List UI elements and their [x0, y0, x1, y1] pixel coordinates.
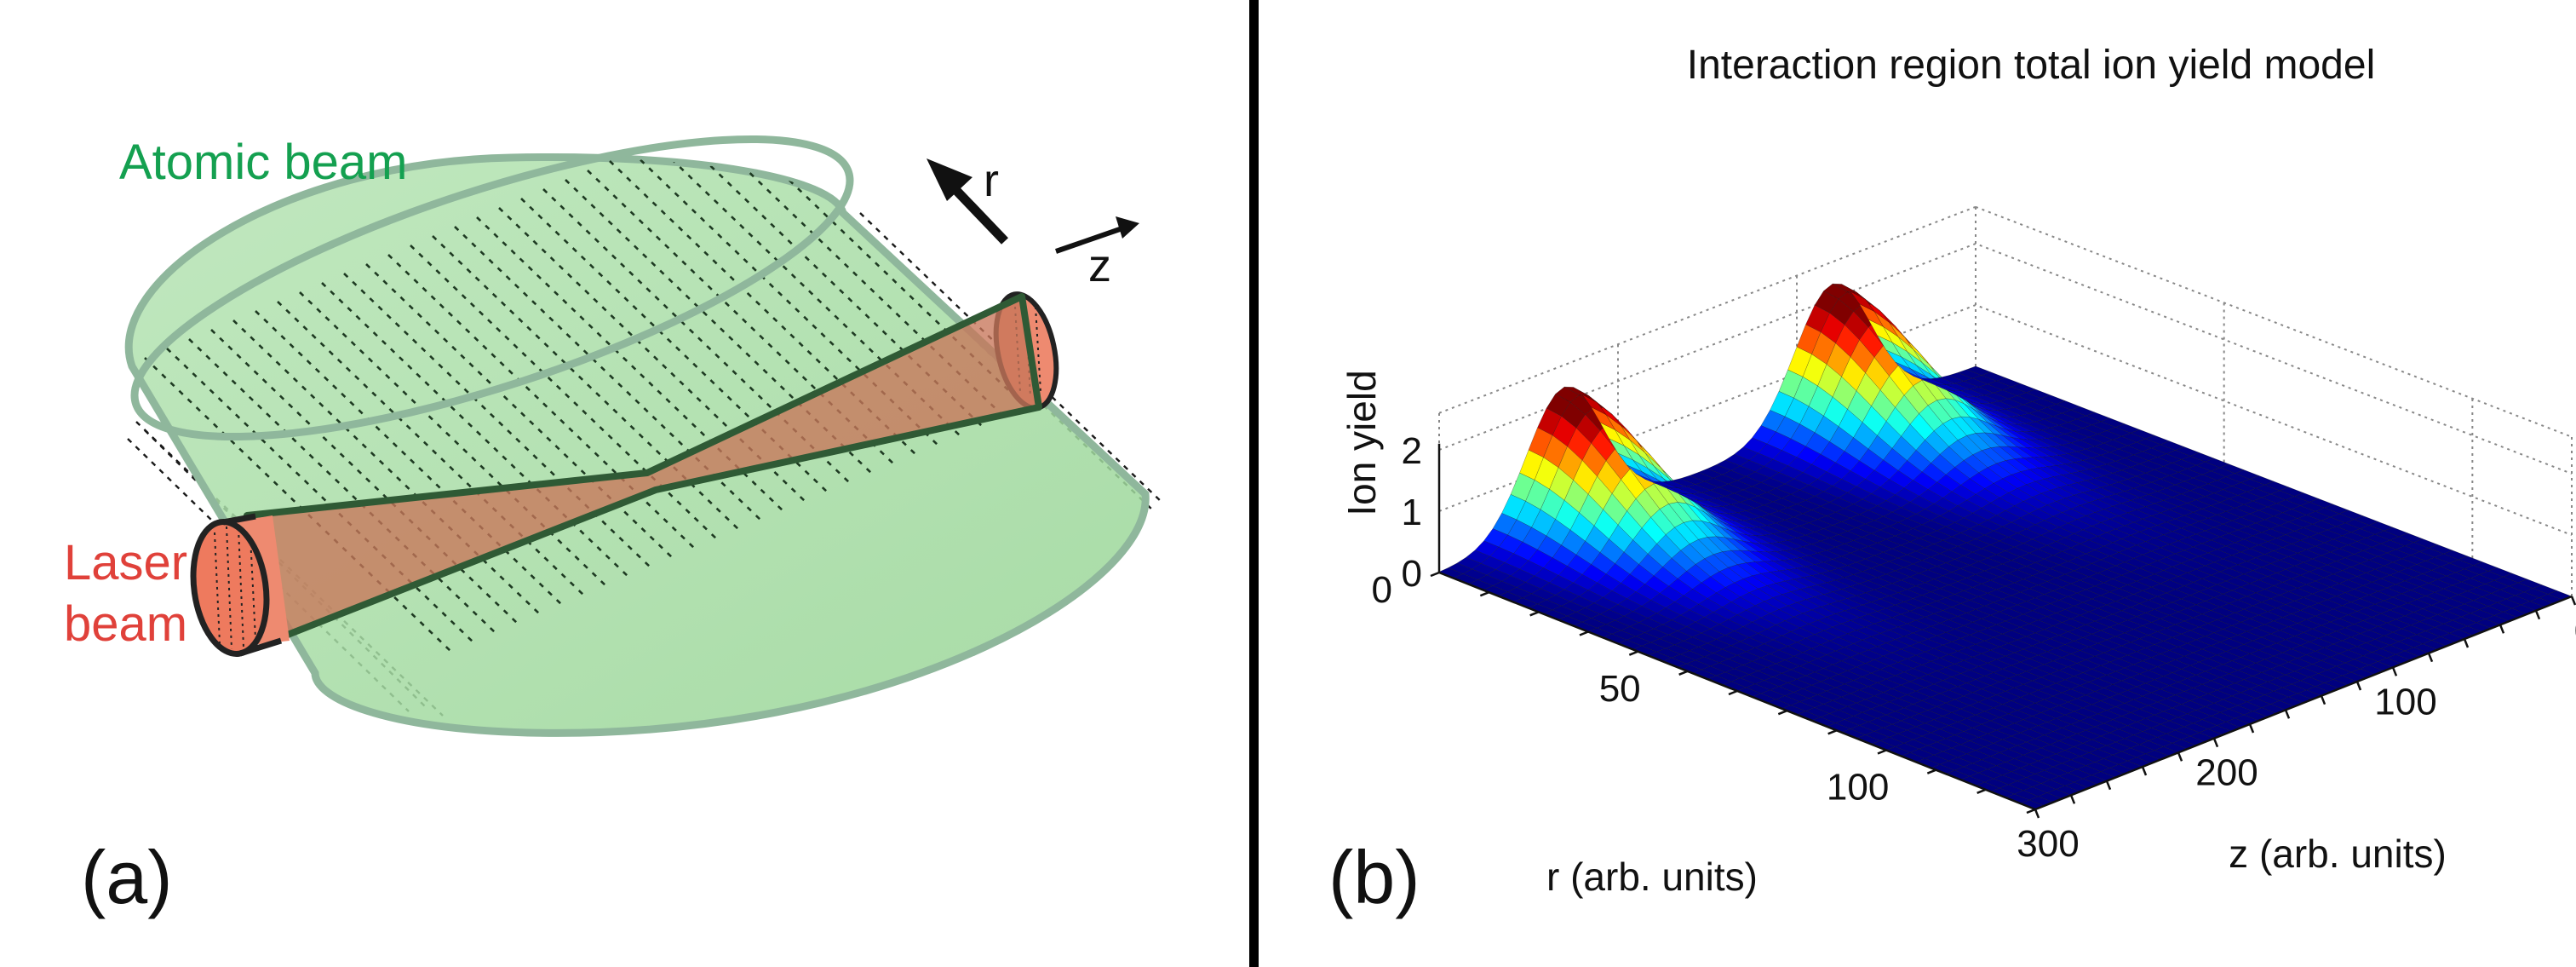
- r-tick: [1678, 670, 1689, 676]
- z-axis-bottom-title: z (arb. units): [2229, 832, 2447, 876]
- z-tick: [2105, 780, 2112, 791]
- z-tick: [2355, 681, 2362, 691]
- z-tick-label: 200: [2195, 752, 2258, 794]
- panel-divider: [1249, 0, 1259, 967]
- z-tick: [2427, 653, 2434, 663]
- r-tick: [1777, 710, 1787, 716]
- z-tick: [2248, 723, 2255, 734]
- panel-b-chart: Interaction region total ion yield model…: [1328, 43, 2576, 919]
- z-tick: [2069, 794, 2076, 804]
- z-axis-label: z: [1088, 240, 1111, 291]
- z-axis-arrow: [1055, 216, 1139, 254]
- z-tick: [2391, 666, 2398, 676]
- yield-tick-label: 2: [1402, 430, 1422, 472]
- laser-beam-label-line1: Laser: [64, 535, 187, 590]
- z-tick: [2320, 695, 2326, 705]
- atomic-beam-end-cap: [130, 135, 854, 440]
- z-tick: [2499, 624, 2505, 634]
- r-tick: [1579, 630, 1589, 636]
- panel-b-tag: (b): [1328, 835, 1420, 919]
- r-tick: [1479, 591, 1489, 597]
- yield-tick-label: 1: [1402, 492, 1422, 533]
- z-tick: [2177, 751, 2183, 762]
- r-axis-arrow: [927, 158, 1008, 245]
- r-tick-label: 50: [1599, 668, 1641, 710]
- z-tick: [2534, 610, 2541, 620]
- r-tick: [1976, 788, 1987, 794]
- laser-beam-entry-edges: [222, 513, 283, 657]
- panel-a-tag: (a): [81, 835, 173, 919]
- atomic-beam-label: Atomic beam: [119, 135, 407, 190]
- r-tick: [1628, 650, 1638, 656]
- r-tick-label: 100: [1827, 767, 1889, 809]
- laser-entry-cap-dots: [214, 526, 256, 650]
- z-tick: [2284, 709, 2291, 719]
- r-tick: [2026, 808, 2036, 814]
- chart-axes: [1430, 443, 2576, 819]
- r-tick: [1430, 571, 1440, 578]
- ion-yield-surface: [1438, 283, 2573, 810]
- chart-tick-labels: 0501000100200300012: [1372, 430, 2576, 865]
- r-axis-title: r (arb. units): [1546, 855, 1758, 899]
- z-axis-title: Ion yield: [1340, 370, 1384, 515]
- z-tick: [2212, 738, 2219, 748]
- z-tick-label: 0: [2574, 610, 2576, 652]
- r-tick: [1827, 729, 1838, 735]
- r-tick: [1529, 611, 1540, 617]
- laser-beam-label-line2: beam: [64, 596, 187, 652]
- z-tick-label: 300: [2017, 823, 2079, 865]
- r-tick: [1728, 689, 1738, 696]
- panel-a-diagram: Atomic beam Laser beam r z (a): [64, 135, 1163, 919]
- atomic-beam-cylinder: [124, 153, 1150, 737]
- z-tick-label: 100: [2374, 681, 2436, 722]
- yield-tick-label: 0: [1402, 553, 1422, 595]
- grid-line: [1438, 242, 2573, 475]
- z-tick: [2034, 809, 2040, 819]
- r-tick: [1877, 749, 1887, 755]
- r-tick: [1926, 768, 1936, 774]
- z-tick: [2463, 638, 2470, 648]
- grid-line: [1438, 205, 1976, 414]
- z-tick: [2141, 766, 2148, 776]
- grid-line: [1975, 205, 2573, 438]
- chart-title: Interaction region total ion yield model: [1687, 43, 2375, 88]
- r-tick-label: 0: [1372, 569, 1392, 611]
- z-axis-line: [2034, 595, 2573, 811]
- z-tick: [2570, 596, 2576, 606]
- r-axis-label: r: [984, 155, 999, 206]
